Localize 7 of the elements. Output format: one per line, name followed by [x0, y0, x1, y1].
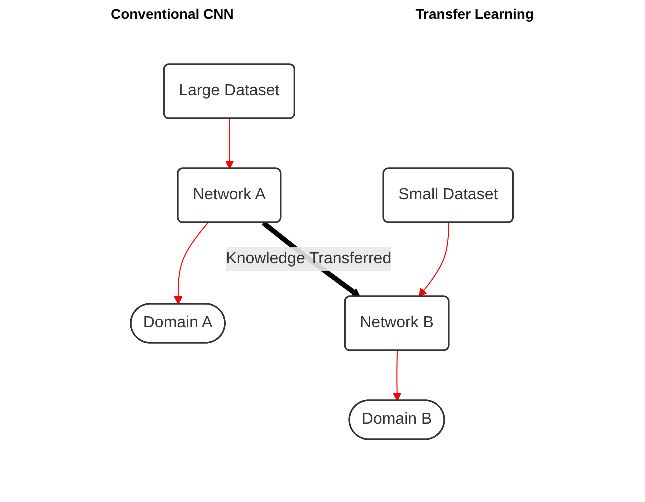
arrow	[226, 118, 235, 170]
arrow	[393, 350, 402, 402]
edge-label: Knowledge Transferred	[226, 250, 392, 268]
arrow	[419, 222, 450, 298]
column-heading: Conventional CNN	[110, 6, 234, 22]
arrow	[174, 222, 210, 305]
column-heading: Transfer Learning	[416, 6, 534, 22]
